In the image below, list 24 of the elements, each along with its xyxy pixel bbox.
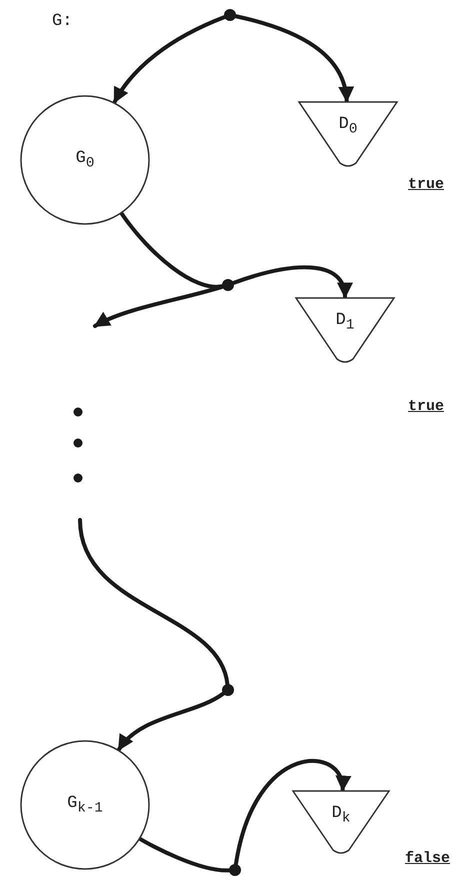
circle-node [20,95,150,225]
graph-label: G: [52,12,72,31]
triangle-node [295,297,395,363]
junction-dot [224,9,236,21]
connector-arrow [116,692,226,752]
node-label: D$_{0}$ [338,115,358,138]
triangle-node [292,790,390,854]
node-label: G$_{k-1}$ [67,794,103,816]
node-label: D$_{k}$ [332,804,350,826]
outcome-label: true [408,398,444,415]
junction-dot [229,864,241,876]
circle-node [20,740,150,870]
connector-arrow [232,265,352,299]
junction-dot [222,684,234,696]
triangle-node [298,101,398,167]
connector-arrow [234,759,349,866]
node-label: D$_{1}$ [336,311,354,334]
outcome-label: true [408,176,444,193]
outcome-label: false [405,850,450,867]
connector-arrow [234,14,353,103]
connector-arrow [112,15,226,104]
junction-dot [222,279,234,291]
node-label: G$_{0}$ [76,148,94,172]
connector-arrow [93,284,224,328]
